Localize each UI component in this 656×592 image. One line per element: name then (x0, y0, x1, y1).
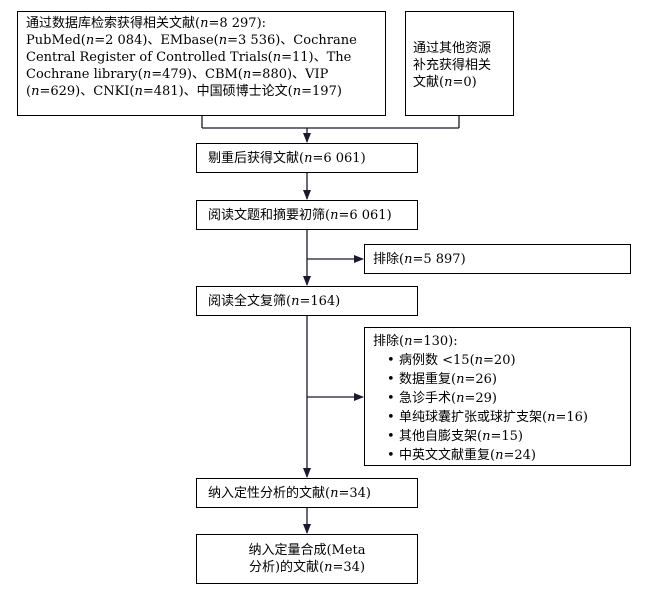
exclude-2-box: 排除(n=130): •病例数 <15(n=20) •数据重复(n=26) •急… (364, 327, 631, 466)
bullet-icon: • (387, 391, 395, 406)
meta-box: 纳入定量合成(Meta 分析)的文献(n=34) (196, 534, 418, 584)
database-line-3: Central Register of Controlled Trials(n=… (26, 50, 352, 65)
exclude-2-item: •数据重复(n=26) (387, 372, 497, 387)
dedup-box: 剔重后获得文献(n=6 061) (196, 143, 418, 173)
meta-line-2: 分析)的文献(n=34) (248, 560, 366, 575)
exclude-2-head: 排除(n=130): (373, 334, 458, 349)
database-line-1: 通过数据库检索获得相关文献(n=8 297): (26, 16, 267, 31)
other-sources-line-3: 文献(n=0) (413, 75, 477, 90)
exclude-2-item: •单纯球囊扩张或球扩支架(n=16) (387, 410, 588, 425)
bullet-icon: • (387, 429, 395, 444)
database-line-5: (n=629)、CNKI(n=481)、中国硕博士论文(n=197) (26, 84, 342, 99)
exclude-1-label: 排除(n=5 897) (373, 251, 466, 267)
bullet-icon: • (387, 353, 395, 368)
other-sources-line-1: 通过其他资源 (413, 41, 492, 56)
exclude-2-item: •急诊手术(n=29) (387, 391, 497, 406)
database-line-4: Cochrane library(n=479)、CBM(n=880)、VIP (26, 67, 329, 82)
qualitative-box: 纳入定性分析的文献(n=34) (196, 478, 418, 508)
exclude-1-box: 排除(n=5 897) (364, 244, 631, 274)
qualitative-label: 纳入定性分析的文献(n=34) (208, 485, 371, 501)
database-line-2: PubMed(n=2 084)、EMbase(n=3 536)、Cochrane (26, 33, 357, 48)
bullet-icon: • (387, 448, 395, 463)
exclude-2-item: •病例数 <15(n=20) (387, 353, 516, 368)
fulltext-box: 阅读全文复筛(n=164) (196, 286, 418, 316)
meta-line-1: 纳入定量合成(Meta (248, 543, 366, 558)
screen-box: 阅读文题和摘要初筛(n=6 061) (196, 200, 418, 230)
other-sources-box: 通过其他资源 补充获得相关 文献(n=0) (405, 11, 514, 116)
dedup-label: 剔重后获得文献(n=6 061) (208, 150, 366, 166)
screen-label: 阅读文题和摘要初筛(n=6 061) (208, 207, 392, 223)
fulltext-label: 阅读全文复筛(n=164) (208, 293, 341, 309)
bullet-icon: • (387, 410, 395, 425)
exclude-2-item: •其他自膨支架(n=15) (387, 429, 523, 444)
exclude-2-item: •中英文文献重复(n=24) (387, 448, 536, 463)
bullet-icon: • (387, 372, 395, 387)
other-sources-line-2: 补充获得相关 (413, 58, 492, 73)
database-search-box: 通过数据库检索获得相关文献(n=8 297): PubMed(n=2 084)、… (17, 11, 386, 116)
